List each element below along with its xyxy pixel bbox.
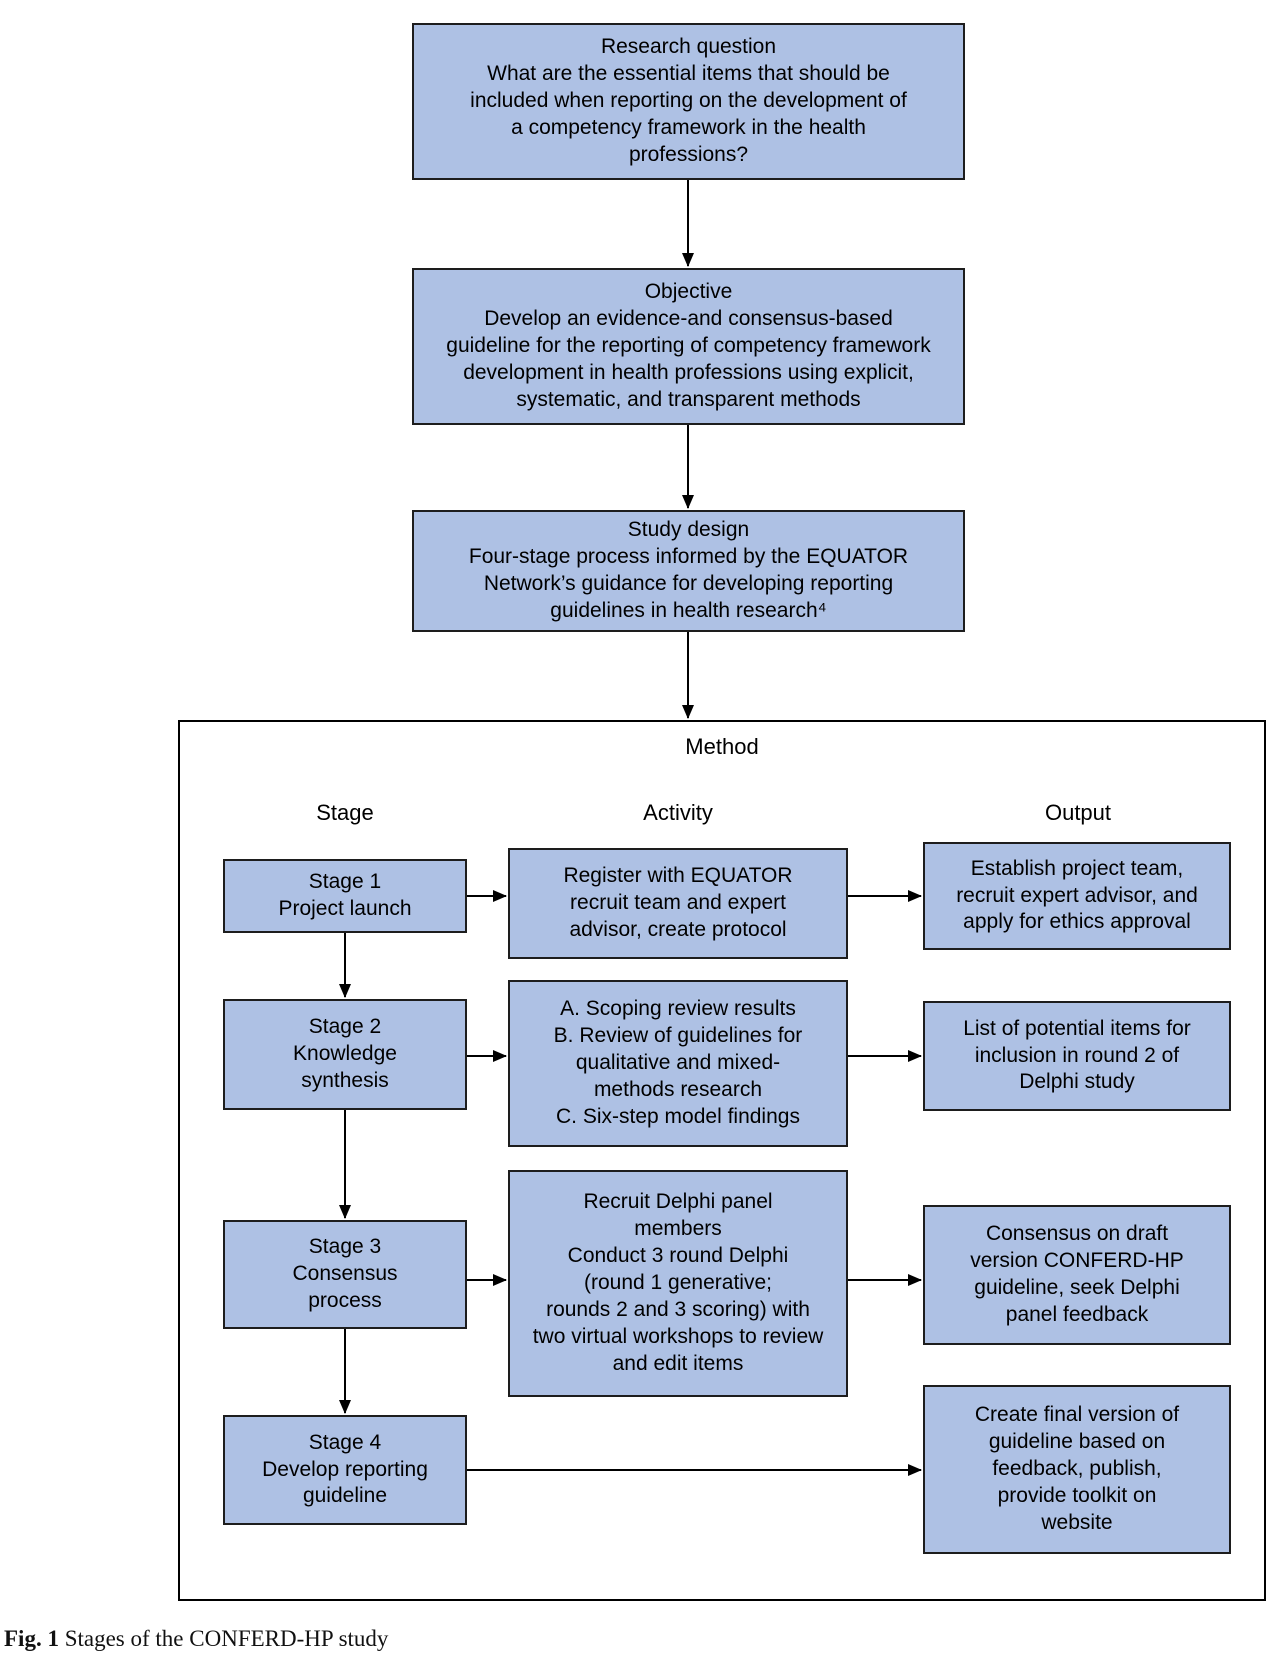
column-header-stage: Stage — [316, 800, 374, 825]
column-header-activity: Activity — [643, 800, 713, 825]
stage1-box: Stage 1 Project launch — [223, 859, 467, 933]
output3-box: Consensus on draft version CONFERD-HP gu… — [923, 1205, 1231, 1345]
figure-caption-text: Stages of the CONFERD-HP study — [64, 1626, 389, 1651]
study-design-box: Study design Four-stage process informed… — [412, 510, 965, 632]
research-question-title: Research question — [600, 35, 777, 59]
stage2-box: Stage 2 Knowledge synthesis — [223, 999, 467, 1110]
output2-box: List of potential items for inclusion in… — [923, 1001, 1231, 1111]
output4-box: Create final version of guideline based … — [923, 1385, 1231, 1554]
stage3-box: Stage 3 Consensus process — [223, 1220, 467, 1329]
objective-title: Objective — [644, 280, 733, 304]
activity1-box: Register with EQUATOR recruit team and e… — [508, 848, 848, 959]
objective-box: Objective Develop an evidence-and consen… — [412, 268, 965, 425]
study-design-title: Study design — [627, 518, 750, 542]
figure-caption-label: Fig. 1 — [4, 1626, 59, 1651]
study-design-body: Four-stage process informed by the EQUAT… — [468, 545, 909, 622]
objective-body: Develop an evidence-and consensus-based … — [446, 307, 931, 411]
column-header-output: Output — [1044, 800, 1112, 825]
research-question-box: Research question What are the essential… — [412, 23, 965, 180]
activity2-box: A. Scoping review results B. Review of g… — [508, 980, 848, 1147]
method-title: Method — [685, 734, 759, 759]
output1-box: Establish project team, recruit expert a… — [923, 842, 1231, 950]
activity3-box: Recruit Delphi panel members Conduct 3 r… — [508, 1170, 848, 1397]
stage4-box: Stage 4 Develop reporting guideline — [223, 1415, 467, 1525]
research-question-body: What are the essential items that should… — [470, 62, 907, 166]
figure-caption: Fig. 1 Stages of the CONFERD-HP study — [4, 1626, 388, 1652]
